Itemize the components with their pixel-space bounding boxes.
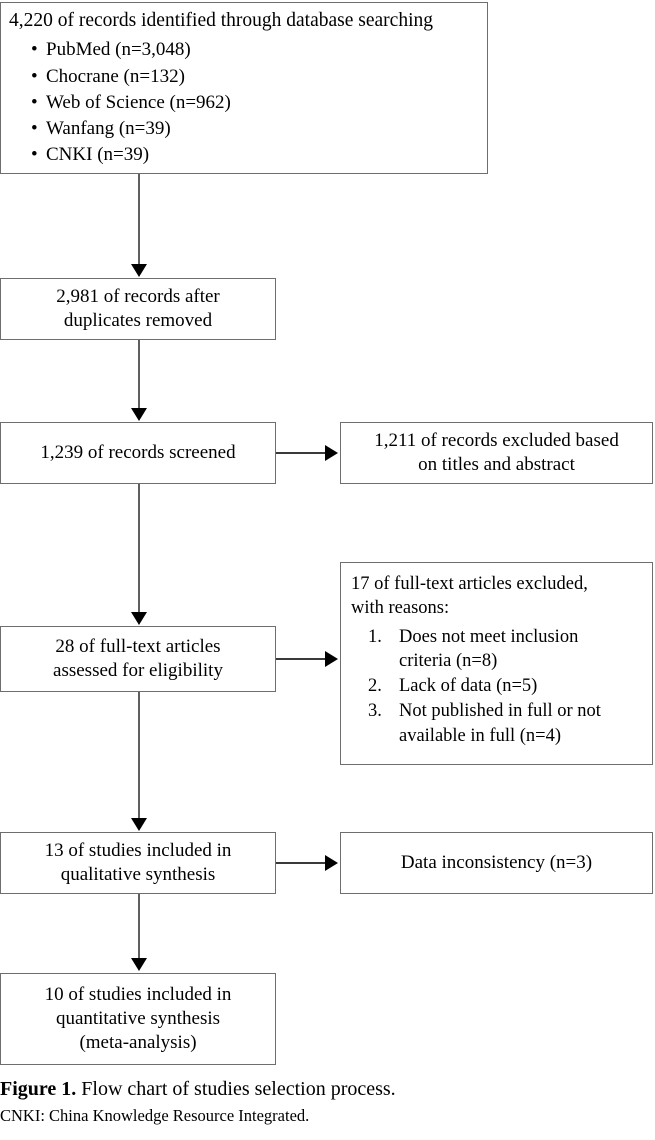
node-line: (meta-analysis)	[79, 1031, 197, 1053]
connector-screened-to-excluded	[276, 452, 326, 454]
figure-caption-block: Figure 1. Flow chart of studies selectio…	[0, 1078, 655, 1125]
list-item-cnki: • CNKI (n=39)	[1, 142, 487, 168]
arrow-right-icon	[325, 445, 338, 461]
exclusion-reason-list: 1. Does not meet inclusion criteria (n=8…	[341, 625, 652, 748]
list-item-label-cont: criteria (n=8)	[399, 651, 498, 672]
bullet-icon: •	[31, 39, 38, 61]
arrow-down-icon	[131, 264, 147, 277]
arrow-down-icon	[131, 958, 147, 971]
node-line: 1,211 of records excluded based	[374, 430, 619, 452]
node-records-identified: 4,220 of records identified through data…	[0, 2, 488, 174]
figure-caption: Figure 1. Flow chart of studies selectio…	[0, 1078, 655, 1102]
list-marker: 3.	[368, 701, 382, 722]
list-item-label: Lack of data (n=5)	[399, 676, 538, 697]
node-qualitative-synthesis: 13 of studies included in qualitative sy…	[0, 832, 276, 894]
list-item-reason-1: 1. Does not meet inclusion criteria (n=8…	[341, 625, 652, 673]
arrow-right-icon	[325, 651, 338, 667]
figure-caption-text: Flow chart of studies selection process.	[76, 1078, 396, 1100]
node-headline-line: with reasons:	[351, 597, 450, 618]
node-line: duplicates removed	[63, 310, 213, 331]
node-duplicates-removed: 2,981 of records after duplicates remove…	[0, 278, 276, 340]
list-item-label: Wanfang (n=39)	[46, 118, 171, 140]
node-records-screened: 1,239 of records screened	[0, 422, 276, 484]
list-item-label: PubMed (n=3,048)	[46, 39, 191, 61]
arrow-down-icon	[131, 612, 147, 625]
list-item-wanfang: • Wanfang (n=39)	[1, 116, 487, 142]
node-line: Data inconsistency (n=3)	[400, 852, 593, 874]
node-fulltext-assessed: 28 of full-text articles assessed for el…	[0, 626, 276, 692]
list-item-web-of-science: • Web of Science (n=962)	[1, 90, 487, 116]
list-item-reason-3: 3. Not published in full or not availabl…	[341, 699, 652, 747]
connector-qualitative-to-inconsistency	[276, 862, 326, 864]
list-item-label: Web of Science (n=962)	[46, 91, 231, 113]
node-line: 28 of full-text articles	[55, 636, 221, 658]
connector-fulltext-to-qualitative	[138, 692, 140, 820]
figure-number-label: Figure 1.	[0, 1078, 77, 1100]
node-line: 1,239 of records screened	[40, 442, 236, 464]
list-item-label: Chocrane (n=132)	[46, 65, 185, 87]
node-records-excluded-screening: 1,211 of records excluded based on title…	[340, 422, 653, 484]
node-data-inconsistency: Data inconsistency (n=3)	[340, 832, 653, 894]
list-marker: 2.	[368, 676, 382, 697]
connector-duplicates-to-screened	[138, 340, 140, 410]
node-line: 13 of studies included in	[44, 840, 232, 862]
connector-screened-to-fulltext	[138, 484, 140, 614]
list-item-label: Not published in full or not	[399, 701, 601, 722]
list-item-reason-2: 2. Lack of data (n=5)	[341, 674, 652, 698]
list-marker: 1.	[368, 627, 382, 648]
node-quantitative-synthesis: 10 of studies included in quantitative s…	[0, 973, 276, 1065]
node-headline-line: 17 of full-text articles excluded,	[351, 574, 588, 594]
list-item-label-cont: available in full (n=4)	[399, 725, 561, 746]
arrow-right-icon	[325, 855, 338, 871]
connector-qualitative-to-quantitative	[138, 894, 140, 960]
node-line: qualitative synthesis	[60, 864, 216, 885]
connector-identified-to-duplicates	[138, 174, 140, 266]
node-line: on titles and abstract	[418, 454, 575, 475]
node-line: assessed for eligibility	[53, 660, 223, 681]
list-item-label: Does not meet inclusion	[399, 627, 579, 648]
list-item-label: CNKI (n=39)	[46, 144, 150, 166]
figure-footnote: CNKI: China Knowledge Resource Integrate…	[0, 1105, 310, 1125]
connector-fulltext-to-excluded	[276, 658, 326, 660]
list-item-chocrane: • Chocrane (n=132)	[1, 64, 487, 90]
arrow-down-icon	[131, 408, 147, 421]
arrow-down-icon	[131, 818, 147, 831]
list-item-pubmed: • PubMed (n=3,048)	[1, 37, 487, 63]
node-line: quantitative synthesis	[55, 1008, 221, 1030]
bullet-icon: •	[31, 91, 38, 113]
database-source-list: • PubMed (n=3,048) • Chocrane (n=132) • …	[1, 37, 487, 168]
bullet-icon: •	[31, 144, 38, 166]
node-line: 2,981 of records after	[56, 286, 220, 308]
bullet-icon: •	[31, 118, 38, 140]
bullet-icon: •	[31, 65, 38, 87]
node-records-identified-headline: 4,220 of records identified through data…	[9, 10, 433, 31]
node-fulltext-excluded-reasons: 17 of full-text articles excluded, with …	[340, 562, 653, 765]
node-line: 10 of studies included in	[44, 984, 232, 1006]
